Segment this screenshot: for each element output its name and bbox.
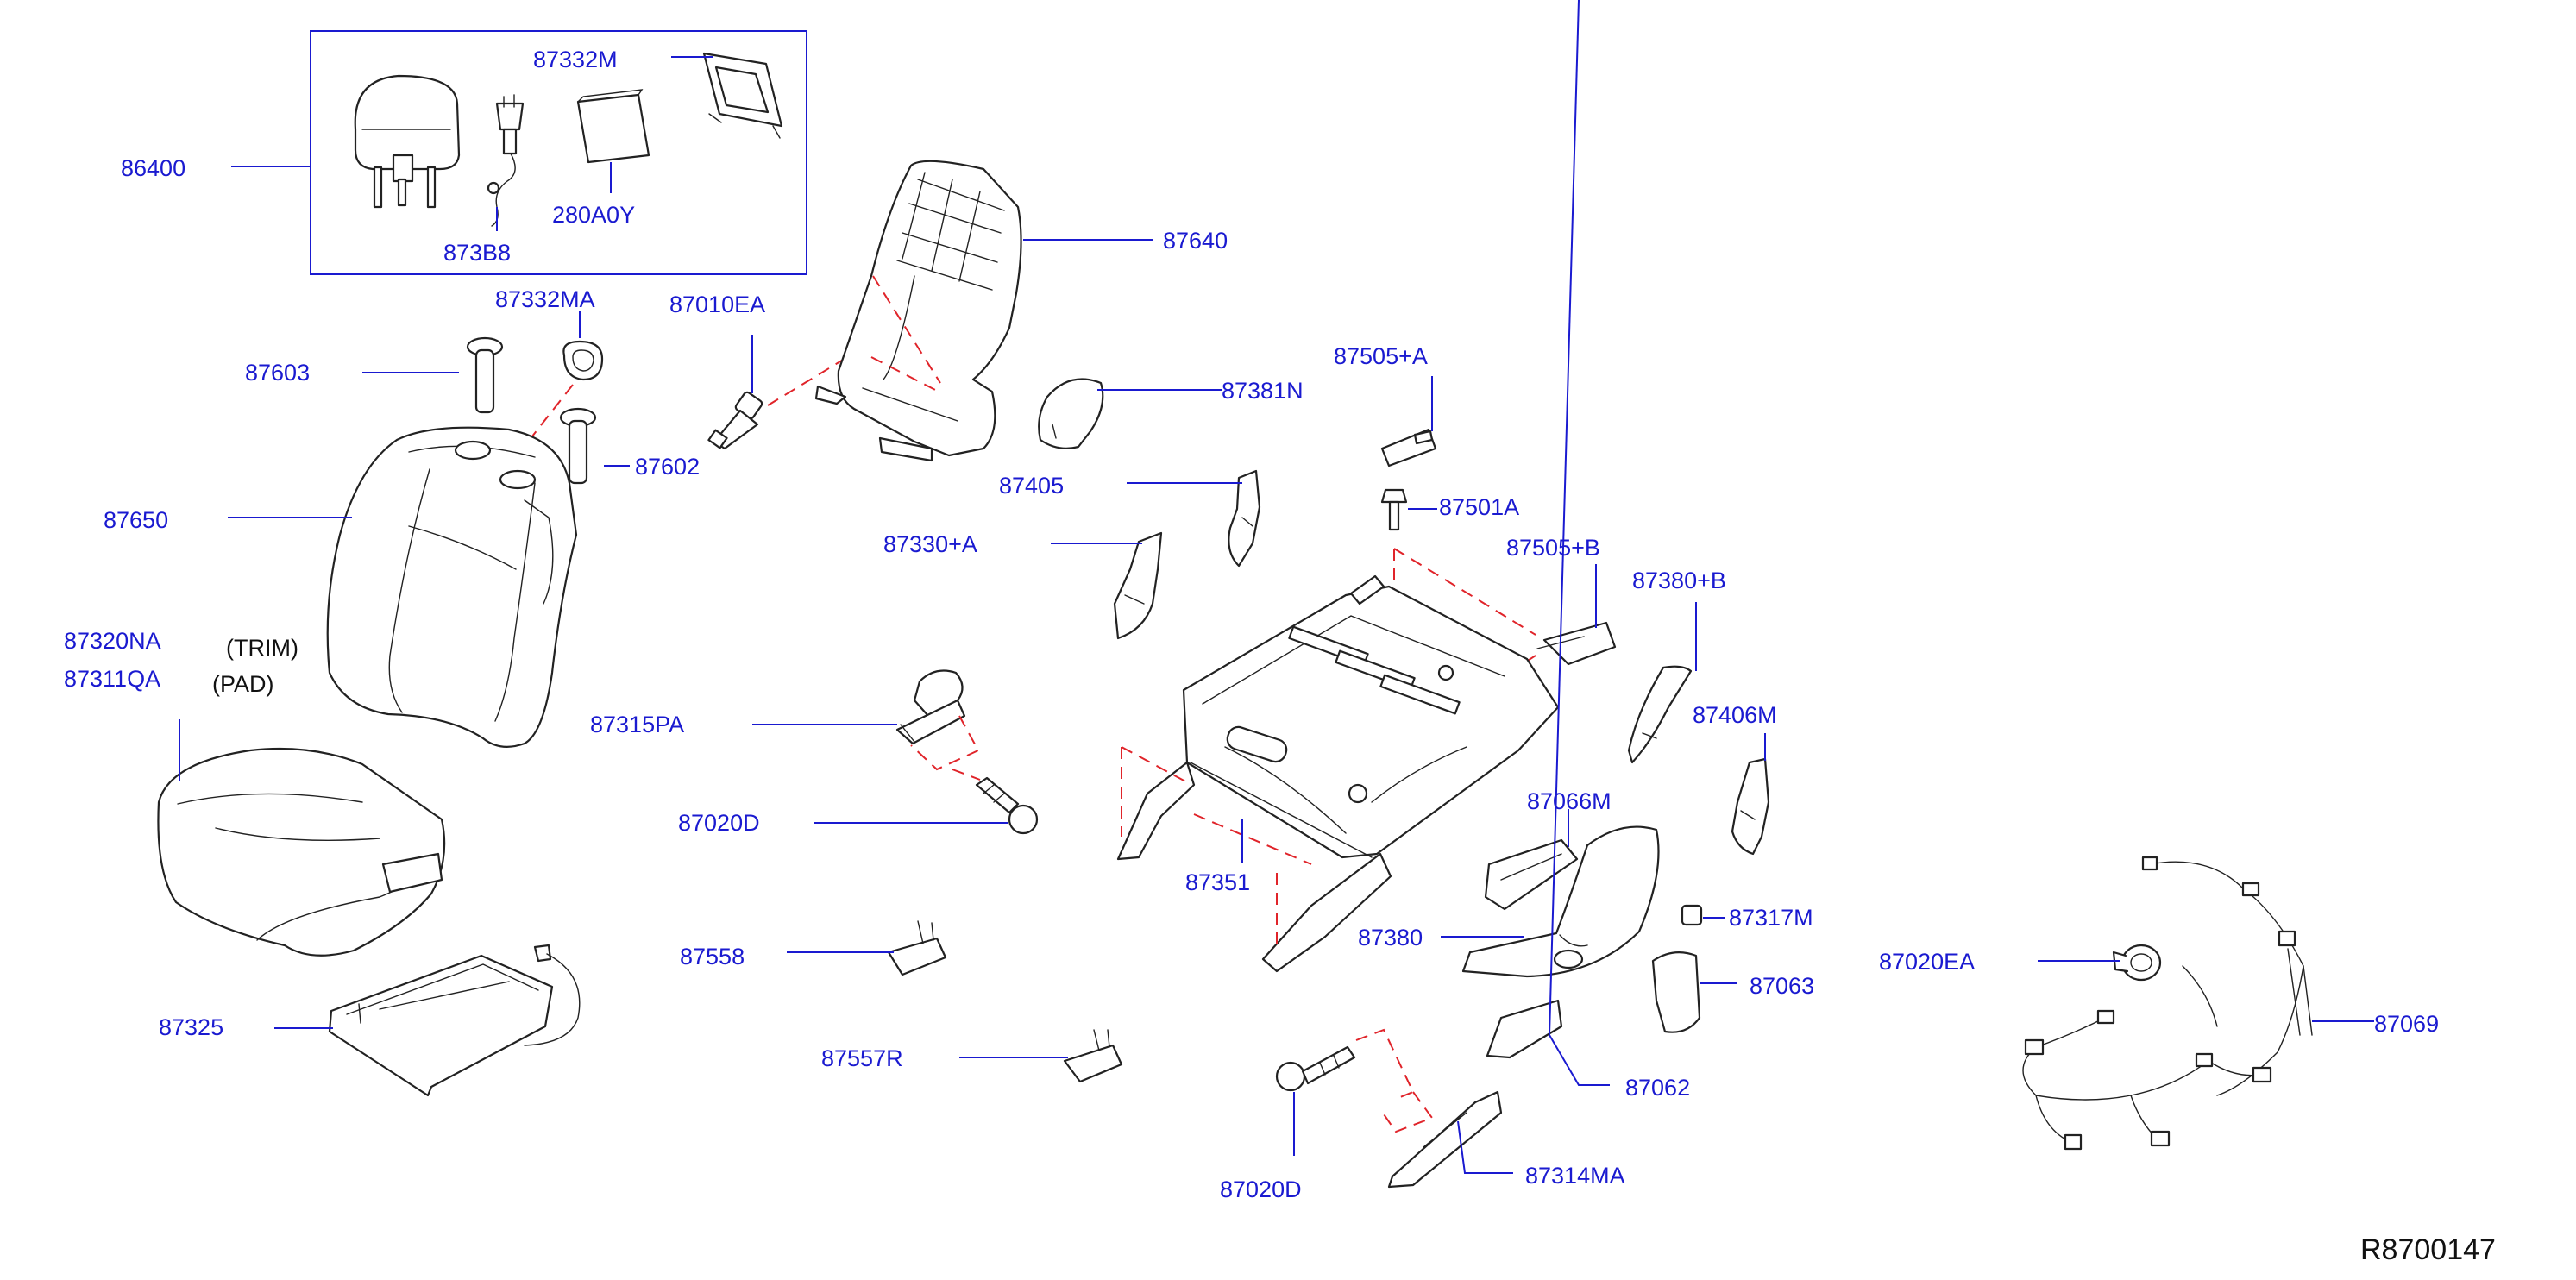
headrest-shape xyxy=(354,74,461,209)
label-87311qa: 87311QA xyxy=(64,666,160,692)
reference-code: R8700147 xyxy=(2360,1233,2496,1266)
label-87330a: 87330+A xyxy=(883,531,977,557)
cover-87314ma-shape xyxy=(1387,1090,1503,1189)
label-87650: 87650 xyxy=(104,507,168,533)
seat-adjuster-shape xyxy=(1116,574,1560,973)
clip-87558-shape xyxy=(887,920,947,976)
cover-87406m-shape xyxy=(1731,757,1770,856)
screw-87020d-top-shape xyxy=(975,776,1039,835)
module-280a0y-shape xyxy=(576,89,650,193)
guide-87332ma-shape xyxy=(562,340,604,381)
label-87381n: 87381N xyxy=(1222,378,1304,404)
label-87315pa: 87315PA xyxy=(590,712,684,737)
clip-87315pa-shape xyxy=(895,669,966,745)
label-87406m: 87406M xyxy=(1693,702,1777,728)
label-87314ma: 87314MA xyxy=(1525,1163,1625,1189)
label-87602: 87602 xyxy=(635,454,700,480)
part-87066m-shape xyxy=(1484,838,1579,911)
label-87557r: 87557R xyxy=(821,1045,903,1071)
connector-87010ea-shape xyxy=(707,391,763,450)
guide-87602-shape xyxy=(559,407,597,485)
label-87062: 87062 xyxy=(1625,1075,1690,1101)
label-87066m: 87066M xyxy=(1527,788,1612,814)
label-87380: 87380 xyxy=(1358,925,1423,951)
label-87603: 87603 xyxy=(245,360,310,386)
label-87020d-top: 87020D xyxy=(678,810,760,836)
label-87063: 87063 xyxy=(1750,973,1814,999)
label-87505a: 87505+A xyxy=(1334,343,1428,369)
label-86400: 86400 xyxy=(121,155,185,181)
label-87325: 87325 xyxy=(159,1014,223,1040)
label-87010ea: 87010EA xyxy=(669,292,765,317)
label-87332ma: 87332MA xyxy=(495,286,595,312)
screw-87020d-bottom-shape xyxy=(1275,1045,1356,1092)
clip-87557r-shape xyxy=(1063,1029,1123,1083)
note-trim: (TRIM) xyxy=(226,635,298,661)
bracket-87405-shape xyxy=(1228,469,1261,568)
bracket-87505a-shape xyxy=(1380,428,1437,467)
headrest-kit-box xyxy=(310,30,807,275)
label-87405: 87405 xyxy=(999,473,1064,499)
label-87069: 87069 xyxy=(2374,1011,2439,1037)
seat-cushion-shape xyxy=(157,747,446,957)
label-87332m: 87332M xyxy=(533,47,618,72)
label-87640: 87640 xyxy=(1163,228,1228,254)
cover-87380b-shape xyxy=(1627,665,1693,764)
lever-87062-shape xyxy=(1486,999,1563,1059)
label-87558: 87558 xyxy=(680,944,745,969)
bracket-87330a-shape xyxy=(1113,531,1163,640)
harness-87069-shape xyxy=(2022,856,2313,1151)
note-pad: (PAD) xyxy=(212,671,274,697)
cover-87380-shape xyxy=(1461,825,1660,978)
label-87020d-bottom: 87020D xyxy=(1220,1176,1302,1202)
label-87020ea: 87020EA xyxy=(1879,949,1975,975)
sensor-873b8-shape xyxy=(487,94,525,231)
label-873b8: 873B8 xyxy=(443,240,511,266)
label-87320na: 87320NA xyxy=(64,628,161,654)
bracket-87332m-shape xyxy=(671,52,783,139)
label-280a0y: 280A0Y xyxy=(552,202,635,228)
cover-87063-shape xyxy=(1651,951,1701,1033)
label-87317m: 87317M xyxy=(1729,905,1813,931)
label-87380b: 87380+B xyxy=(1632,568,1726,593)
clip-87020ea-shape xyxy=(2112,944,2162,982)
bolt-87501a-shape xyxy=(1380,488,1408,531)
seatback-trim-shape xyxy=(326,426,578,748)
cover-87381n-shape xyxy=(1038,378,1104,449)
bracket-87505b-shape xyxy=(1536,621,1617,666)
label-87351: 87351 xyxy=(1185,869,1250,895)
seatback-frame-shape xyxy=(814,160,1022,462)
cap-87317m-shape xyxy=(1681,904,1703,926)
cushion-sensor-87325-shape xyxy=(328,944,581,1097)
guide-87603-shape xyxy=(466,336,504,414)
label-87505b: 87505+B xyxy=(1506,535,1600,561)
label-87501a: 87501A xyxy=(1439,494,1519,520)
